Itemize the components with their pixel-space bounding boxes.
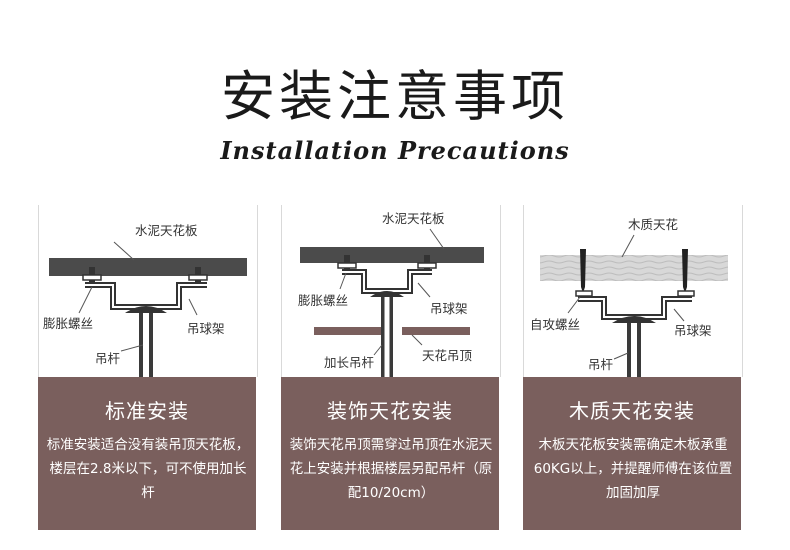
label-bracket: 吊球架 [430,301,468,316]
card-title: 木质天花安装 [569,399,695,423]
card-title: 装饰天花安装 [327,399,453,423]
tapping-screw-left [580,249,586,293]
wood-install-card: 木质天花 自攻螺丝 吊球架 吊杆 木质天花安装 木板天花板安装需确定木板承重60… [523,205,743,530]
page-title: 安装注意事项 [221,65,569,128]
suspended-ceiling-left [314,327,382,335]
standard-install-card: 水泥天花板 膨胀螺丝 吊球架 吊杆 标准安装 标准安装适合没有装吊顶天花板，楼层… [38,205,258,530]
label-rod: 吊杆 [95,351,121,366]
label-extension-rod: 加长吊杆 [324,355,375,370]
decorative-install-card: 水泥天花板 膨胀螺丝 吊球架 加长吊杆 天花吊顶 装饰天花安装 装饰天花吊顶需穿… [281,205,501,530]
wood-install-diagram: 木质天花 自攻螺丝 吊球架 吊杆 [523,205,743,377]
label-wood-ceiling: 木质天花 [628,217,678,232]
concrete-ceiling [300,247,484,263]
card-description: 木板天花板安装需确定木板承重60KG以上，并提醒师傅在该位置加固加厚 [533,437,733,501]
label-suspended-ceiling: 天花吊顶 [422,348,473,363]
tapping-screw-right [682,249,688,293]
wood-ceiling [540,255,728,281]
label-concrete-ceiling: 水泥天花板 [382,211,445,226]
decorative-install-panel: 装饰天花安装 装饰天花吊顶需穿过吊顶在水泥天花上安装并根据楼层另配吊杆（原配10… [281,377,499,530]
card-title: 标准安装 [105,399,189,423]
card-description: 装饰天花吊顶需穿过吊顶在水泥天花上安装并根据楼层另配吊杆（原配10/20cm） [289,437,493,501]
hanging-bracket [578,296,692,320]
label-rod: 吊杆 [588,357,614,372]
label-bracket: 吊球架 [187,321,225,336]
hanging-bracket [342,269,432,294]
hanging-bracket [85,282,207,310]
label-expansion-bolt: 膨胀螺丝 [298,293,348,308]
label-bracket: 吊球架 [674,323,712,338]
label-concrete-ceiling: 水泥天花板 [135,223,198,238]
card-description: 标准安装适合没有装吊顶天花板，楼层在2.8米以下，可不使用加长杆 [46,437,250,501]
standard-install-diagram: 水泥天花板 膨胀螺丝 吊球架 吊杆 [38,205,258,377]
decorative-install-diagram: 水泥天花板 膨胀螺丝 吊球架 加长吊杆 天花吊顶 [281,205,501,377]
standard-install-panel: 标准安装 标准安装适合没有装吊顶天花板，楼层在2.8米以下，可不使用加长杆 [38,377,256,530]
suspended-ceiling-right [402,327,470,335]
label-expansion-bolt: 膨胀螺丝 [43,316,93,331]
wood-install-panel: 木质天花安装 木板天花板安装需确定木板承重60KG以上，并提醒师傅在该位置加固加… [523,377,741,530]
page-subtitle: Installation Precautions [220,136,570,165]
concrete-ceiling [49,258,247,276]
label-tapping-screw: 自攻螺丝 [530,317,580,332]
